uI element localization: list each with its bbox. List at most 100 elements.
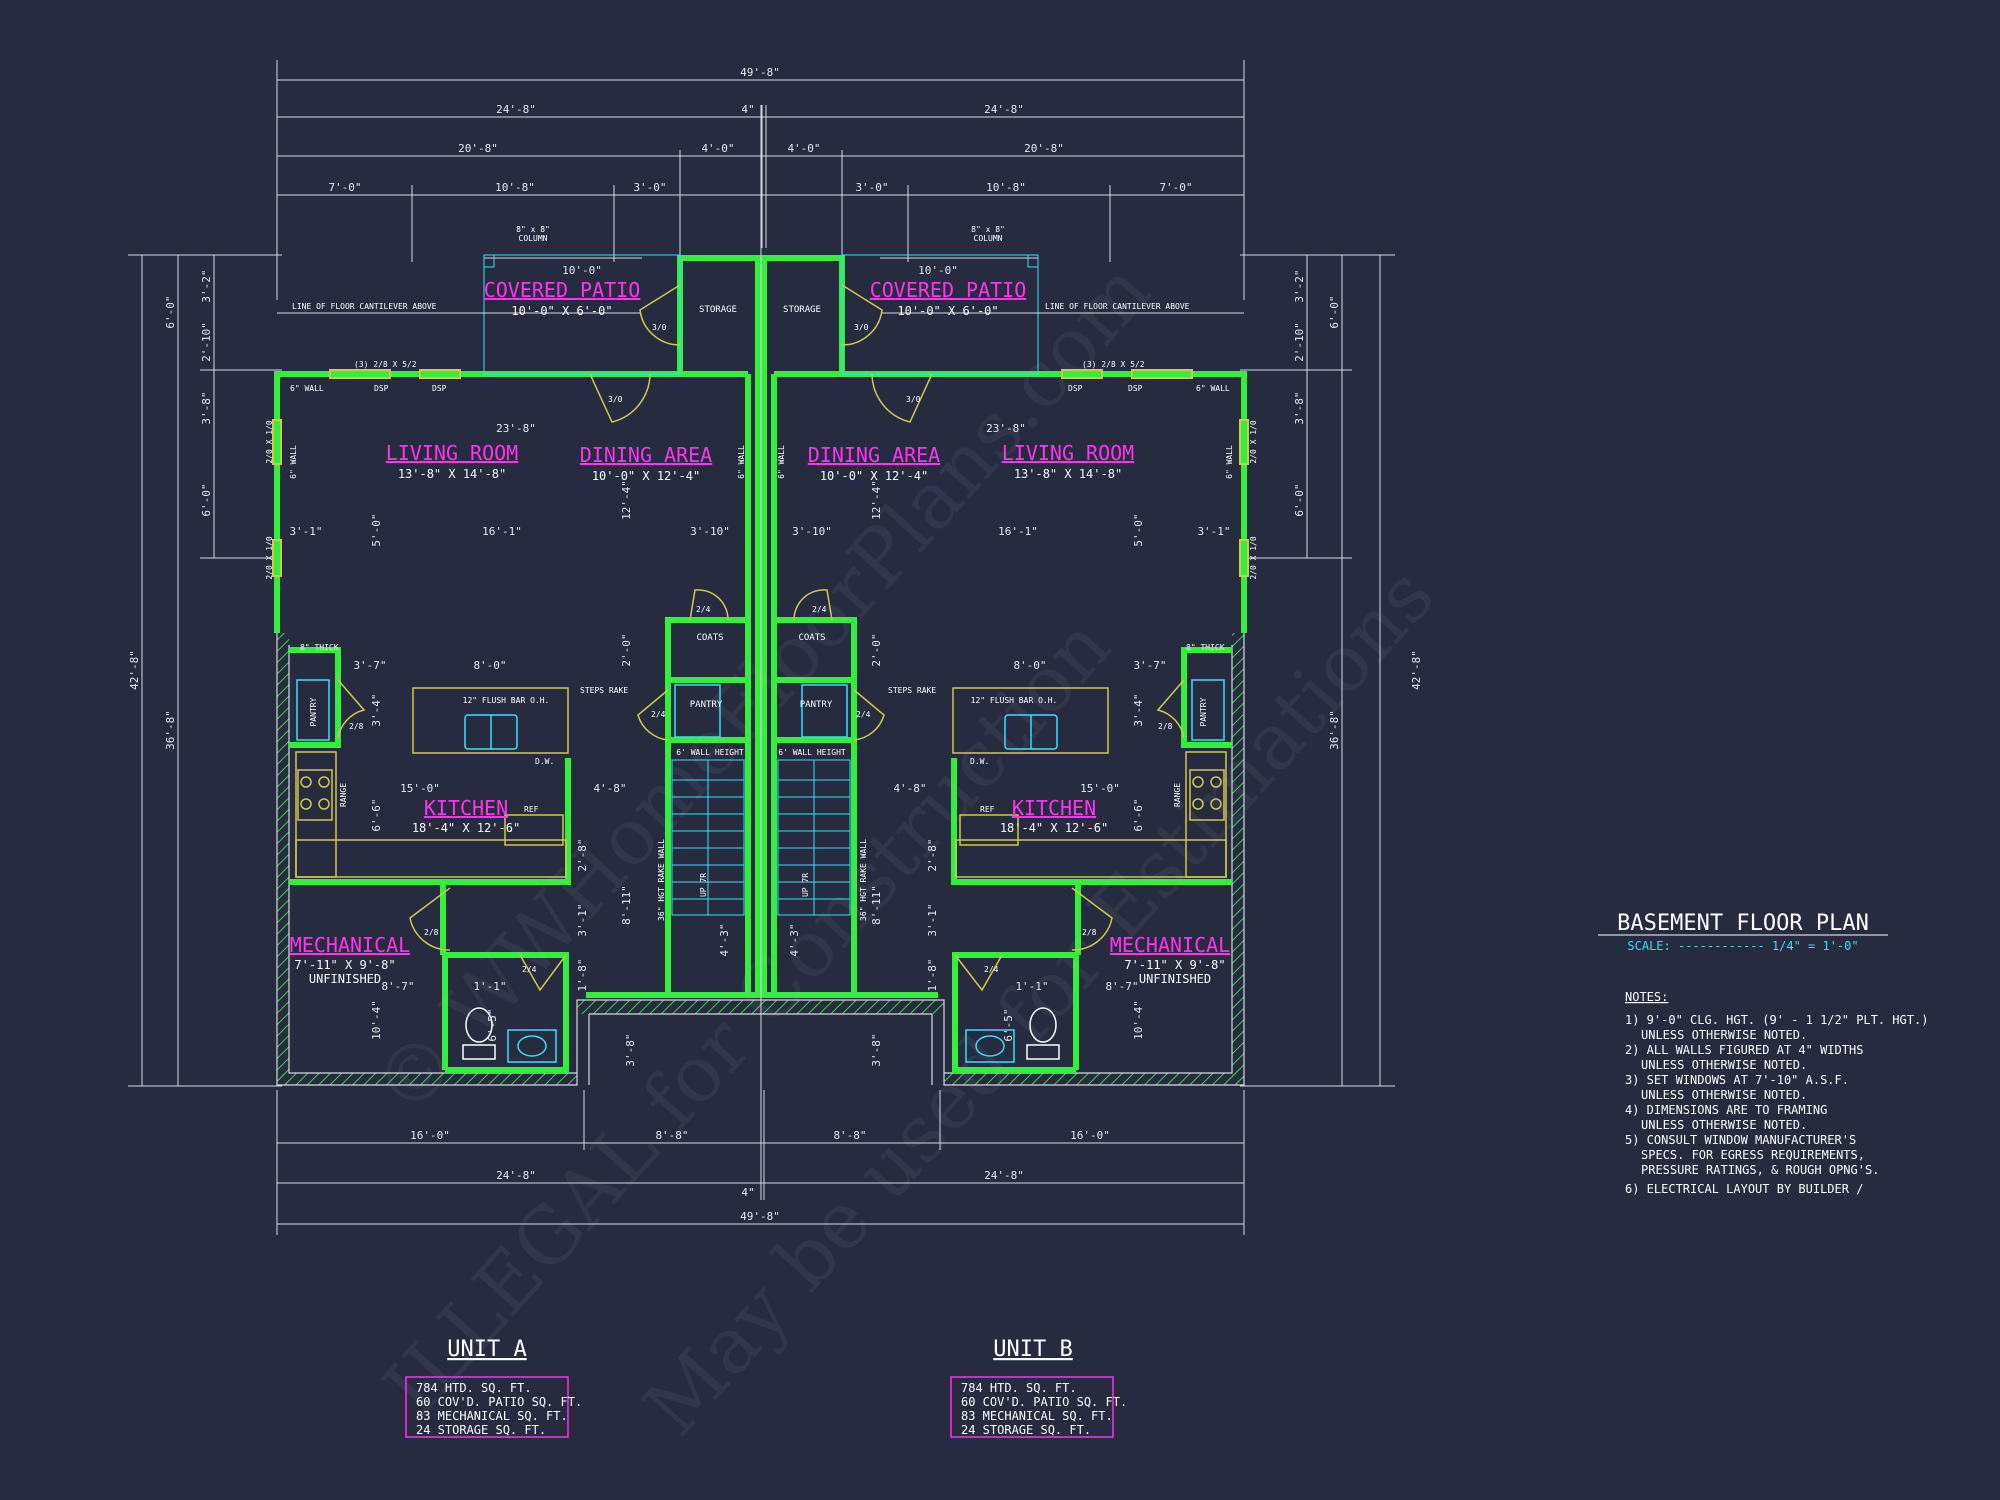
dim-15-0-a: 15'-0" <box>400 782 440 795</box>
coats-label-a: COATS <box>696 633 723 643</box>
unit-b-area-line: 60 COV'D. PATIO SQ. FT. <box>961 1395 1127 1409</box>
dim-3-10-b: 3'-10" <box>792 525 832 538</box>
dim-right-42-8: 42'-8" <box>1410 650 1423 690</box>
doors <box>337 284 1185 992</box>
door-24-coats-a: 2/4 <box>696 605 711 614</box>
note-line: 1) 9'-0" CLG. HGT. (9' - 1 1/2" PLT. HGT… <box>1625 1013 1928 1027</box>
covered-patio-size-b: 10'-0" X 6'-0" <box>897 304 998 318</box>
dining-area-size-a: 10'-0" X 12'-4" <box>592 469 700 483</box>
patio-window-b: (3) 2/8 X 5/2 <box>1082 360 1145 369</box>
wall-vert-b2: 6" WALL <box>1225 445 1234 479</box>
window-left-a1: 2/0 X 1/0 <box>265 420 274 464</box>
door-28-mech-b: 2/8 <box>1082 928 1097 937</box>
dim-3-8-bottom-b: 3'-8" <box>870 1033 883 1066</box>
dim-a-16-0: 16'-0" <box>410 1129 450 1142</box>
mechanical-size-a: 7'-11" X 9'-8" <box>294 958 395 972</box>
dim-left-36-8: 36'-8" <box>164 710 177 750</box>
kitchen-fixtures <box>295 687 1227 878</box>
covered-patio-label-a: COVERED PATIO <box>484 278 641 302</box>
dsp-label-a1: DSP <box>374 384 389 393</box>
unit-b-area-line: 83 MECHANICAL SQ. FT. <box>961 1409 1113 1423</box>
dim-6-6-b: 6'-6" <box>1132 798 1145 831</box>
window-left-a2: 2/0 X 1/0 <box>265 536 274 580</box>
dining-area-size-b: 10'-0" X 12'-4" <box>820 469 928 483</box>
dim-left-6-0: 6'-0" <box>164 295 177 328</box>
dw-label-b: D.W. <box>970 757 989 766</box>
dim-right-2-10: 2'-10" <box>1293 322 1306 362</box>
dim-1-1-b: 1'-1" <box>1015 980 1048 993</box>
dim-overall-bottom: 49'-8" <box>740 1210 780 1223</box>
dim-8-11-b: 8'-11" <box>870 885 883 925</box>
storage-label-b: STORAGE <box>783 305 821 315</box>
dim-6-6-a: 6'-6" <box>370 798 383 831</box>
dim-b-4-0: 4'-0" <box>787 142 820 155</box>
dim-3-1b-a: 3'-1" <box>576 903 589 936</box>
column-label-a: 8" x 8" <box>516 225 550 234</box>
dim-half-top-b: 24'-8" <box>984 103 1024 116</box>
dim-half-bottom-a: 24'-8" <box>496 1169 536 1182</box>
dim-3-1-b: 3'-1" <box>1197 525 1230 538</box>
living-room-size-a: 13'-8" X 14'-8" <box>398 467 506 481</box>
dim-16-1-a: 16'-1" <box>482 525 522 538</box>
pantry-label-b: PANTRY <box>800 700 833 710</box>
kitchen-label-b: KITCHEN <box>1012 796 1096 820</box>
notes-block: NOTES: 1) 9'-0" CLG. HGT. (9' - 1 1/2" P… <box>1625 990 1928 1196</box>
dim-2-8-a: 2'-8" <box>576 838 589 871</box>
notes-heading: NOTES: <box>1625 990 1668 1004</box>
dim-b-8-8: 8'-8" <box>833 1129 866 1142</box>
room-labels: COVERED PATIO 10'-0" X 6'-0" COVERED PAT… <box>290 264 1230 986</box>
dim-8-11-a: 8'-11" <box>620 885 633 925</box>
steps-rake-b: STEPS RAKE <box>888 686 936 695</box>
pantry-label-a: PANTRY <box>690 700 723 710</box>
door-28-pantry-a: 2/8 <box>349 722 364 731</box>
dim-2-0-b: 2'-0" <box>870 633 883 666</box>
kitchen-size-a: 18'-4" X 12'-6" <box>412 821 520 835</box>
covered-patio-size-a: 10'-0" X 6'-0" <box>511 304 612 318</box>
dim-3-7-b: 3'-7" <box>1133 659 1166 672</box>
unit-b-title: UNIT B <box>993 1337 1072 1362</box>
dim-8-0-a: 8'-0" <box>473 659 506 672</box>
side-dimension-text: 42'-8" 36'-8" 6'-0" 3'-2" 2'-10" 3'-8" 6… <box>128 269 1423 749</box>
top-dimension-text: 49'-8" 24'-8" 24'-8" 4" 20'-8" 4'-0" 4'-… <box>328 66 1192 194</box>
rake-wall-b: 36" HGT RAKE WALL <box>859 839 868 921</box>
dim-right-36-8: 36'-8" <box>1328 710 1341 750</box>
dim-3-1-a: 3'-1" <box>289 525 322 538</box>
dim-5-0-b: 5'-0" <box>1132 513 1145 546</box>
side-dimension-lines <box>128 254 1395 1087</box>
wall-vert-b1: 6" WALL <box>777 445 786 479</box>
note-line: 5) CONSULT WINDOW MANUFACTURER'S <box>1625 1133 1856 1147</box>
dim-3-4-b: 3'-4" <box>1132 693 1145 726</box>
unit-a-area-line: 784 HTD. SQ. FT. <box>416 1381 532 1395</box>
dim-half-bottom-b: 24'-8" <box>984 1169 1024 1182</box>
thick-label-a: 8" THICK <box>300 643 339 652</box>
dim-1-1-a: 1'-1" <box>473 980 506 993</box>
steps-rake-a: STEPS RAKE <box>580 686 628 695</box>
door-24-pantry-b: 2/4 <box>856 710 871 719</box>
living-room-label-a: LIVING ROOM <box>386 441 518 465</box>
windows <box>272 369 1249 577</box>
pantry-small-label-a: PANTRY <box>309 697 318 726</box>
covered-patio <box>483 254 1039 375</box>
unit-a-summary: UNIT A 784 HTD. SQ. FT. 60 COV'D. PATIO … <box>405 1337 582 1438</box>
dim-5-0-a: 5'-0" <box>370 513 383 546</box>
dim-3-7-a: 3'-7" <box>353 659 386 672</box>
door-28-pantry-b: 2/8 <box>1158 722 1173 731</box>
note-line: 4) DIMENSIONS ARE TO FRAMING <box>1625 1103 1827 1117</box>
dim-2-8-b: 2'-8" <box>926 838 939 871</box>
dim-a-4-0: 4'-0" <box>701 142 734 155</box>
ref-label-a: REF <box>524 805 539 814</box>
cantilever-label-a: LINE OF FLOOR CANTILEVER ABOVE <box>292 302 437 311</box>
dim-12-4-a: 12'-4" <box>620 480 633 520</box>
unit-a-area-line: 83 MECHANICAL SQ. FT. <box>416 1409 568 1423</box>
living-room-label-b: LIVING ROOM <box>1002 441 1134 465</box>
mechanical-label-a: MECHANICAL <box>290 933 410 957</box>
covered-patio-label-b: COVERED PATIO <box>870 278 1027 302</box>
pantry-small-label-b: PANTRY <box>1199 697 1208 726</box>
dim-living-b: 23'-8" <box>986 422 1026 435</box>
rake-wall-a: 36" HGT RAKE WALL <box>657 839 666 921</box>
title-block: BASEMENT FLOOR PLAN SCALE: ------------ … <box>1598 911 1888 953</box>
dim-b-10-8: 10'-8" <box>986 181 1026 194</box>
dim-overall-top: 49'-8" <box>740 66 780 79</box>
patio-dim-b: 10'-0" <box>918 264 958 277</box>
